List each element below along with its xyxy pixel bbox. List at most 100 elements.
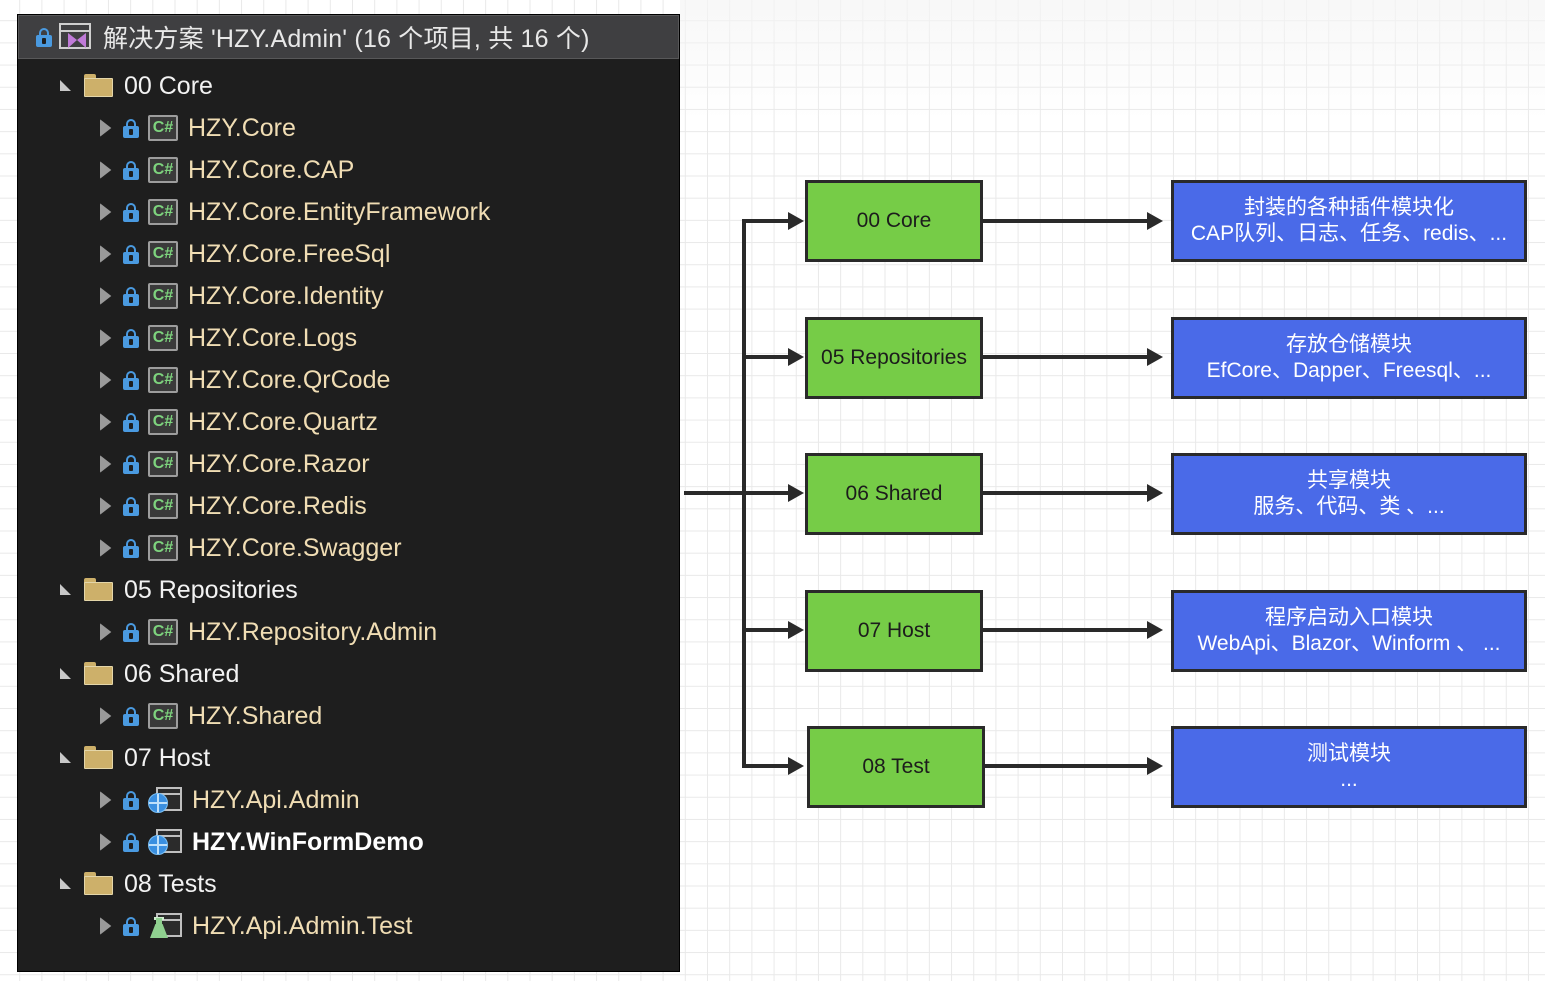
arrow-into-source-5 (788, 757, 804, 775)
target-box-line2: EfCore、Dapper、Freesql、... (1206, 359, 1492, 382)
target-box-00-core[interactable]: 封装的各种插件模块化 CAP队列、日志、任务、redis、... (1171, 180, 1527, 262)
source-box-08-test[interactable]: 08 Test (807, 726, 985, 808)
source-box-07-host[interactable]: 07 Host (805, 590, 983, 672)
target-box-05-repositories[interactable]: 存放仓储模块 EfCore、Dapper、Freesql、... (1171, 317, 1527, 399)
source-box-label: 05 Repositories (821, 346, 967, 369)
chevron-right-icon[interactable] (96, 245, 114, 263)
chevron-right-icon[interactable] (96, 455, 114, 473)
chevron-right-icon[interactable] (96, 203, 114, 221)
lock-icon (122, 411, 140, 433)
target-box-06-shared[interactable]: 共享模块 服务、代码、类 、... (1171, 453, 1527, 535)
link-line-row-3 (983, 491, 1147, 495)
tree-item-label: HZY.WinFormDemo (192, 827, 424, 856)
folder-icon (84, 872, 114, 896)
lock-icon (122, 705, 140, 727)
chevron-right-icon[interactable] (96, 413, 114, 431)
folder-icon (84, 662, 114, 686)
csharp-project-icon: C# (148, 451, 178, 477)
target-box-08-test[interactable]: 测试模块 ... (1171, 726, 1527, 808)
tree-project-row[interactable]: C# HZY.Core.FreeSql (18, 233, 679, 275)
lock-icon (122, 369, 140, 391)
tree-project-row[interactable]: C# HZY.Core.Redis (18, 485, 679, 527)
csharp-project-icon: C# (148, 199, 178, 225)
tree-item-label: HZY.Core.QrCode (188, 365, 391, 394)
branch-line-row-2 (742, 355, 792, 359)
tree-project-row[interactable]: HZY.Api.Admin (18, 779, 679, 821)
folder-icon (84, 578, 114, 602)
tree-item-label: 00 Core (124, 71, 213, 100)
chevron-right-icon[interactable] (96, 623, 114, 641)
chevron-down-icon[interactable] (58, 749, 76, 767)
csharp-project-icon: C# (148, 241, 178, 267)
chevron-down-icon[interactable] (58, 665, 76, 683)
chevron-right-icon[interactable] (96, 119, 114, 137)
tree-project-row[interactable]: C# HZY.Shared (18, 695, 679, 737)
chevron-down-icon[interactable] (58, 875, 76, 893)
tree-folder-row[interactable]: 00 Core (18, 65, 679, 107)
target-box-line1: 共享模块 (1307, 468, 1391, 492)
folder-icon (84, 746, 114, 770)
tree-project-row[interactable]: C# HZY.Core.QrCode (18, 359, 679, 401)
csharp-project-icon: C# (148, 115, 178, 141)
tree-item-label: 06 Shared (124, 659, 240, 688)
chevron-right-icon[interactable] (96, 791, 114, 809)
csharp-project-icon: C# (148, 367, 178, 393)
lock-icon (122, 831, 140, 853)
chevron-right-icon[interactable] (96, 833, 114, 851)
chevron-right-icon[interactable] (96, 539, 114, 557)
chevron-right-icon[interactable] (96, 287, 114, 305)
tree-folder-row[interactable]: 05 Repositories (18, 569, 679, 611)
target-box-line1: 封装的各种插件模块化 (1244, 195, 1454, 219)
arrow-into-target-4 (1147, 621, 1163, 639)
tree-item-label: 07 Host (124, 743, 211, 772)
chevron-right-icon[interactable] (96, 707, 114, 725)
tree-folder-row[interactable]: 07 Host (18, 737, 679, 779)
source-box-06-shared[interactable]: 06 Shared (805, 453, 983, 535)
tree-project-row[interactable]: C#HZY.Core.Swagger (18, 527, 679, 569)
tree-item-label: HZY.Core.Swagger (188, 533, 402, 562)
csharp-project-icon: C# (148, 283, 178, 309)
tree-project-row[interactable]: C#HZY.Core.Razor (18, 443, 679, 485)
tree-item-label: HZY.Core.FreeSql (188, 239, 391, 268)
tree-project-row[interactable]: C# HZY.Core.EntityFramework (18, 191, 679, 233)
arrow-into-target-2 (1147, 348, 1163, 366)
source-box-05-repositories[interactable]: 05 Repositories (805, 317, 983, 399)
chevron-right-icon[interactable] (96, 161, 114, 179)
tree-project-row[interactable]: HZY.Api.Admin.Test (18, 905, 679, 947)
tree-project-row[interactable]: C#HZY.Core.Quartz (18, 401, 679, 443)
target-box-07-host[interactable]: 程序启动入口模块 WebApi、Blazor、Winform 、 ... (1171, 590, 1527, 672)
source-box-label: 00 Core (856, 209, 932, 232)
tree-item-label: HZY.Core.EntityFramework (188, 197, 491, 226)
chevron-down-icon[interactable] (58, 77, 76, 95)
chevron-right-icon[interactable] (96, 329, 114, 347)
tree-folder-row[interactable]: 08 Tests (18, 863, 679, 905)
lock-icon (122, 117, 140, 139)
tree-project-row[interactable]: C#HZY.Core.CAP (18, 149, 679, 191)
link-line-row-5 (984, 764, 1147, 768)
tree-project-row[interactable]: HZY.WinFormDemo (18, 821, 679, 863)
lock-icon (122, 201, 140, 223)
csharp-project-icon: C# (148, 703, 178, 729)
tree-project-row[interactable]: C#HZY.Core (18, 107, 679, 149)
chevron-down-icon[interactable] (58, 581, 76, 599)
arrow-into-target-1 (1147, 212, 1163, 230)
tree-item-label: HZY.Core.Identity (188, 281, 384, 310)
lock-icon (35, 26, 53, 48)
tree-folder-row[interactable]: 06 Shared (18, 653, 679, 695)
branch-line-row-4 (742, 628, 792, 632)
tree-item-label: HZY.Core.Redis (188, 491, 367, 520)
tree-item-label: HZY.Shared (188, 701, 323, 730)
csharp-project-icon: C# (148, 493, 178, 519)
chevron-right-icon[interactable] (96, 497, 114, 515)
target-box-line1: 程序启动入口模块 (1265, 605, 1433, 629)
tree-project-row[interactable]: C#HZY.Repository.Admin (18, 611, 679, 653)
solution-header-row[interactable]: 解决方案 'HZY.Admin' (16 个项目, 共 16 个) (18, 15, 679, 59)
csharp-project-icon: C# (148, 325, 178, 351)
tree-project-row[interactable]: C# HZY.Core.Identity (18, 275, 679, 317)
tree-item-label: HZY.Api.Admin (192, 785, 360, 814)
chevron-right-icon[interactable] (96, 917, 114, 935)
tree-project-row[interactable]: C#HZY.Core.Logs (18, 317, 679, 359)
source-box-00-core[interactable]: 00 Core (805, 180, 983, 262)
chevron-right-icon[interactable] (96, 371, 114, 389)
